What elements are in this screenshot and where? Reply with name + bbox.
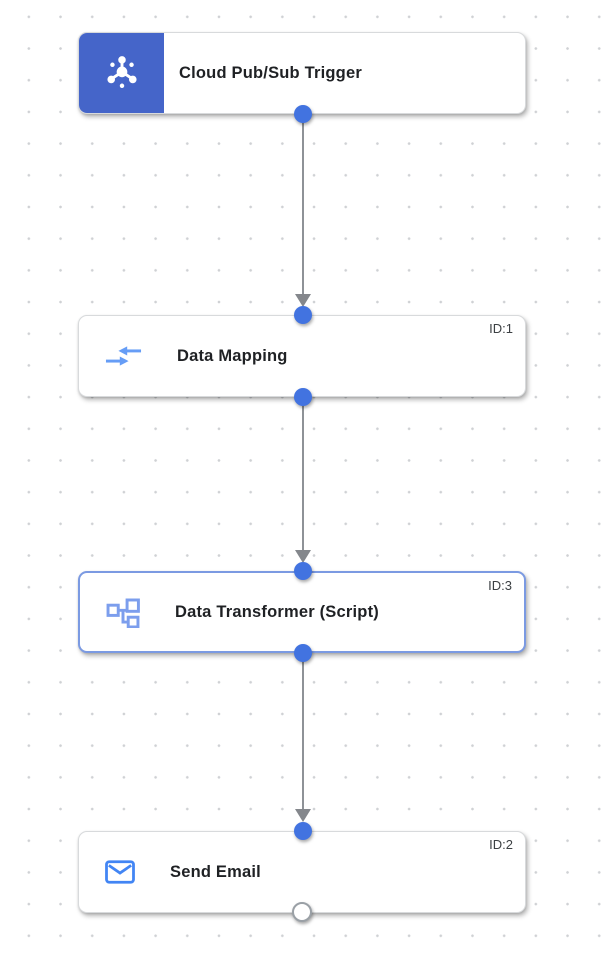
port-output-data-mapping[interactable] bbox=[294, 388, 312, 406]
edge-trigger-to-datamapping[interactable] bbox=[302, 114, 305, 296]
pubsub-icon bbox=[79, 33, 164, 113]
edge-transformer-to-sendemail[interactable] bbox=[302, 653, 305, 810]
data-mapping-icon bbox=[105, 344, 142, 368]
port-output-trigger[interactable] bbox=[294, 105, 312, 123]
port-output-send-email-open[interactable] bbox=[292, 902, 312, 922]
data-transformer-icon bbox=[106, 596, 140, 628]
node-id-badge: ID:3 bbox=[488, 578, 512, 593]
edge-arrowhead-down-icon bbox=[295, 550, 311, 563]
send-email-icon bbox=[105, 860, 135, 884]
node-data-mapping[interactable]: ID:1 Data Mapping bbox=[78, 315, 526, 397]
edge-arrowhead-down-icon bbox=[295, 294, 311, 307]
node-data-transformer-script[interactable]: ID:3 Data Transformer (Script) bbox=[78, 571, 526, 653]
node-label: Cloud Pub/Sub Trigger bbox=[179, 63, 362, 82]
node-id-badge: ID:1 bbox=[489, 321, 513, 336]
node-label: Data Transformer (Script) bbox=[175, 602, 379, 621]
node-label: Data Mapping bbox=[177, 346, 288, 365]
node-label: Send Email bbox=[170, 862, 261, 881]
port-input-data-mapping[interactable] bbox=[294, 306, 312, 324]
edge-arrowhead-down-icon bbox=[295, 809, 311, 822]
node-send-email[interactable]: ID:2 Send Email bbox=[78, 831, 526, 913]
port-input-send-email[interactable] bbox=[294, 822, 312, 840]
edge-datamapping-to-transformer[interactable] bbox=[302, 397, 305, 550]
node-cloud-pubsub-trigger[interactable]: Cloud Pub/Sub Trigger bbox=[78, 32, 526, 114]
port-output-data-transformer[interactable] bbox=[294, 644, 312, 662]
node-id-badge: ID:2 bbox=[489, 837, 513, 852]
port-input-data-transformer[interactable] bbox=[294, 562, 312, 580]
